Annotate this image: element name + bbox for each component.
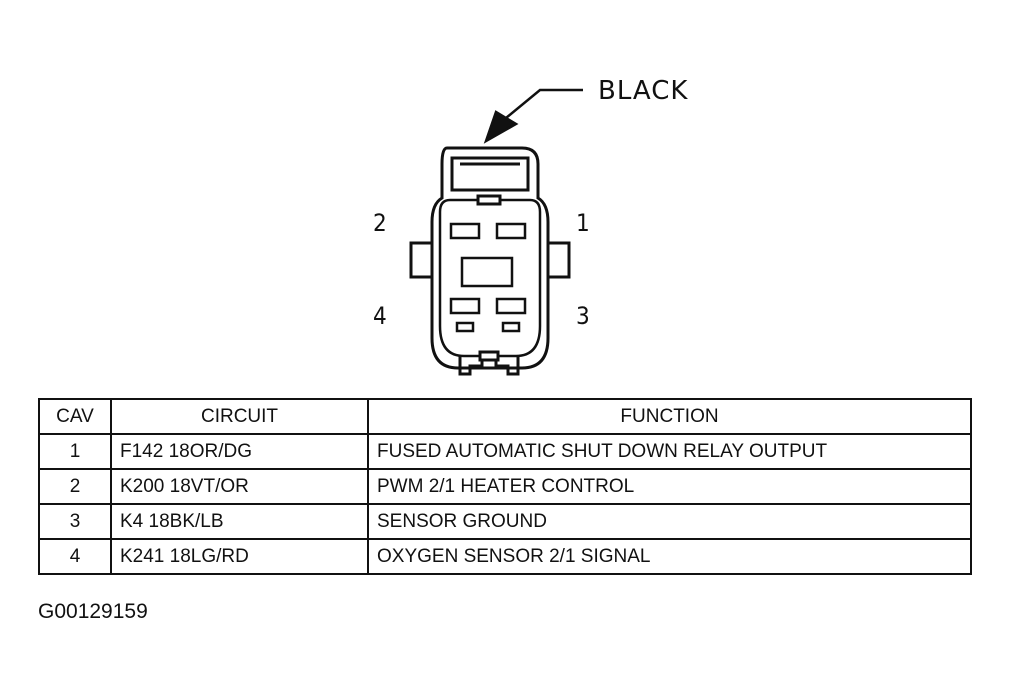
cav-cell: 4: [38, 538, 112, 575]
cavities: [449, 222, 527, 333]
connector-color-label: BLACK: [598, 76, 688, 106]
function-cell: OXYGEN SENSOR 2/1 SIGNAL: [367, 538, 972, 575]
circuit-cell: K241 18LG/RD: [110, 538, 369, 575]
cav-cell: 1: [38, 433, 112, 470]
circuit-cell: K4 18BK/LB: [110, 503, 369, 540]
header-circuit: CIRCUIT: [110, 398, 369, 435]
center-key-slot: [460, 256, 514, 288]
table-row: 4 K241 18LG/RD OXYGEN SENSOR 2/1 SIGNAL: [38, 538, 972, 575]
cavity-3-terminal: [495, 297, 527, 315]
function-cell: FUSED AUTOMATIC SHUT DOWN RELAY OUTPUT: [367, 433, 972, 470]
cavity-number-2: 2: [373, 209, 387, 237]
cavity-number-3: 3: [576, 302, 590, 330]
cavity-number-4: 4: [373, 302, 387, 330]
connector-diagram: BLACK 1 2 3 4: [373, 76, 688, 376]
figure-id: G00129159: [38, 600, 148, 623]
color-callout-arrow: [483, 88, 583, 144]
cavity-2-terminal: [449, 222, 481, 240]
circuit-cell: F142 18OR/DG: [110, 433, 369, 470]
header-cav: CAV: [38, 398, 112, 435]
table-row: 1 F142 18OR/DG FUSED AUTOMATIC SHUT DOWN…: [38, 433, 972, 470]
cavity-number-1: 1: [576, 209, 590, 237]
cavity-1-terminal: [495, 222, 527, 240]
table-row: 3 K4 18BK/LB SENSOR GROUND: [38, 503, 972, 540]
header-function: FUNCTION: [367, 398, 972, 435]
cav-cell: 3: [38, 503, 112, 540]
connector-body: [409, 146, 571, 376]
function-cell: SENSOR GROUND: [367, 503, 972, 540]
circuit-cell: K200 18VT/OR: [110, 468, 369, 505]
function-cell: PWM 2/1 HEATER CONTROL: [367, 468, 972, 505]
cavity-3-lock: [501, 321, 521, 333]
cavity-4-lock: [455, 321, 475, 333]
table-header-row: CAV CIRCUIT FUNCTION: [38, 398, 972, 435]
cav-cell: 2: [38, 468, 112, 505]
table-row: 2 K200 18VT/OR PWM 2/1 HEATER CONTROL: [38, 468, 972, 505]
pinout-table: CAV CIRCUIT FUNCTION 1 F142 18OR/DG FUSE…: [38, 398, 972, 575]
cavity-4-terminal: [449, 297, 481, 315]
